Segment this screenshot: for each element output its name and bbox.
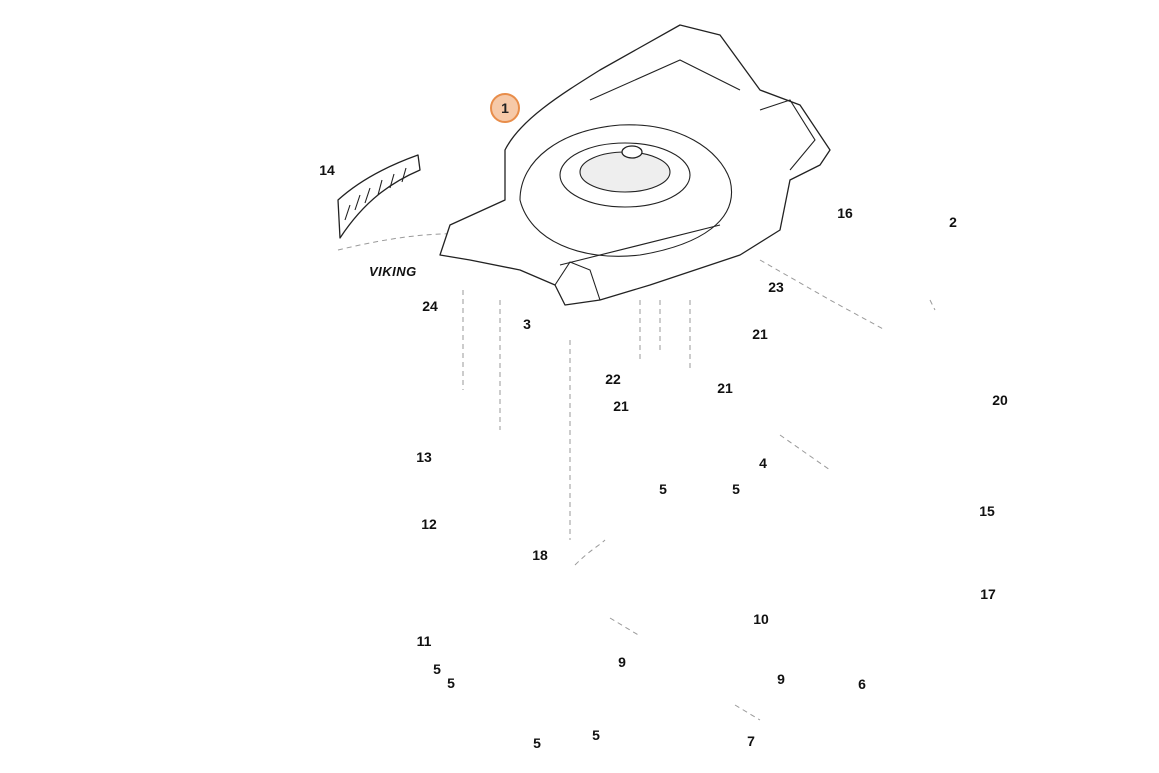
callout-21[interactable]: 21 bbox=[717, 380, 733, 396]
callout-1-label: 1 bbox=[501, 100, 509, 116]
callout-21[interactable]: 21 bbox=[613, 398, 629, 414]
callout-14[interactable]: 14 bbox=[319, 162, 335, 178]
callout-1-highlighted[interactable]: 1 bbox=[490, 93, 520, 123]
callout-20[interactable]: 20 bbox=[992, 392, 1008, 408]
callout-23[interactable]: 23 bbox=[768, 279, 784, 295]
callout-9[interactable]: 9 bbox=[777, 671, 785, 687]
mower-housing-icon[interactable] bbox=[439, 24, 831, 306]
callout-5[interactable]: 5 bbox=[659, 481, 667, 497]
callout-5[interactable]: 5 bbox=[447, 675, 455, 691]
callout-10[interactable]: 10 bbox=[753, 611, 769, 627]
callout-5[interactable]: 5 bbox=[732, 481, 740, 497]
callout-2[interactable]: 2 bbox=[949, 214, 957, 230]
callout-5[interactable]: 5 bbox=[433, 661, 441, 677]
callout-18[interactable]: 18 bbox=[532, 547, 548, 563]
callout-12[interactable]: 12 bbox=[421, 516, 437, 532]
callout-17[interactable]: 17 bbox=[980, 586, 996, 602]
callout-16[interactable]: 16 bbox=[837, 205, 853, 221]
callout-3[interactable]: 3 bbox=[523, 316, 531, 332]
callout-24[interactable]: 24 bbox=[422, 298, 438, 314]
trim-strip-icon[interactable] bbox=[337, 154, 421, 239]
callout-21[interactable]: 21 bbox=[752, 326, 768, 342]
callout-5[interactable]: 5 bbox=[533, 735, 541, 751]
callout-13[interactable]: 13 bbox=[416, 449, 432, 465]
callout-22[interactable]: 22 bbox=[605, 371, 621, 387]
callout-6[interactable]: 6 bbox=[858, 676, 866, 692]
callout-7[interactable]: 7 bbox=[747, 733, 755, 749]
callout-5[interactable]: 5 bbox=[592, 727, 600, 743]
callout-9[interactable]: 9 bbox=[618, 654, 626, 670]
callout-4[interactable]: 4 bbox=[759, 455, 767, 471]
callout-15[interactable]: 15 bbox=[979, 503, 995, 519]
viking-logo: VIKING bbox=[369, 264, 417, 279]
callout-11[interactable]: 11 bbox=[416, 633, 432, 649]
